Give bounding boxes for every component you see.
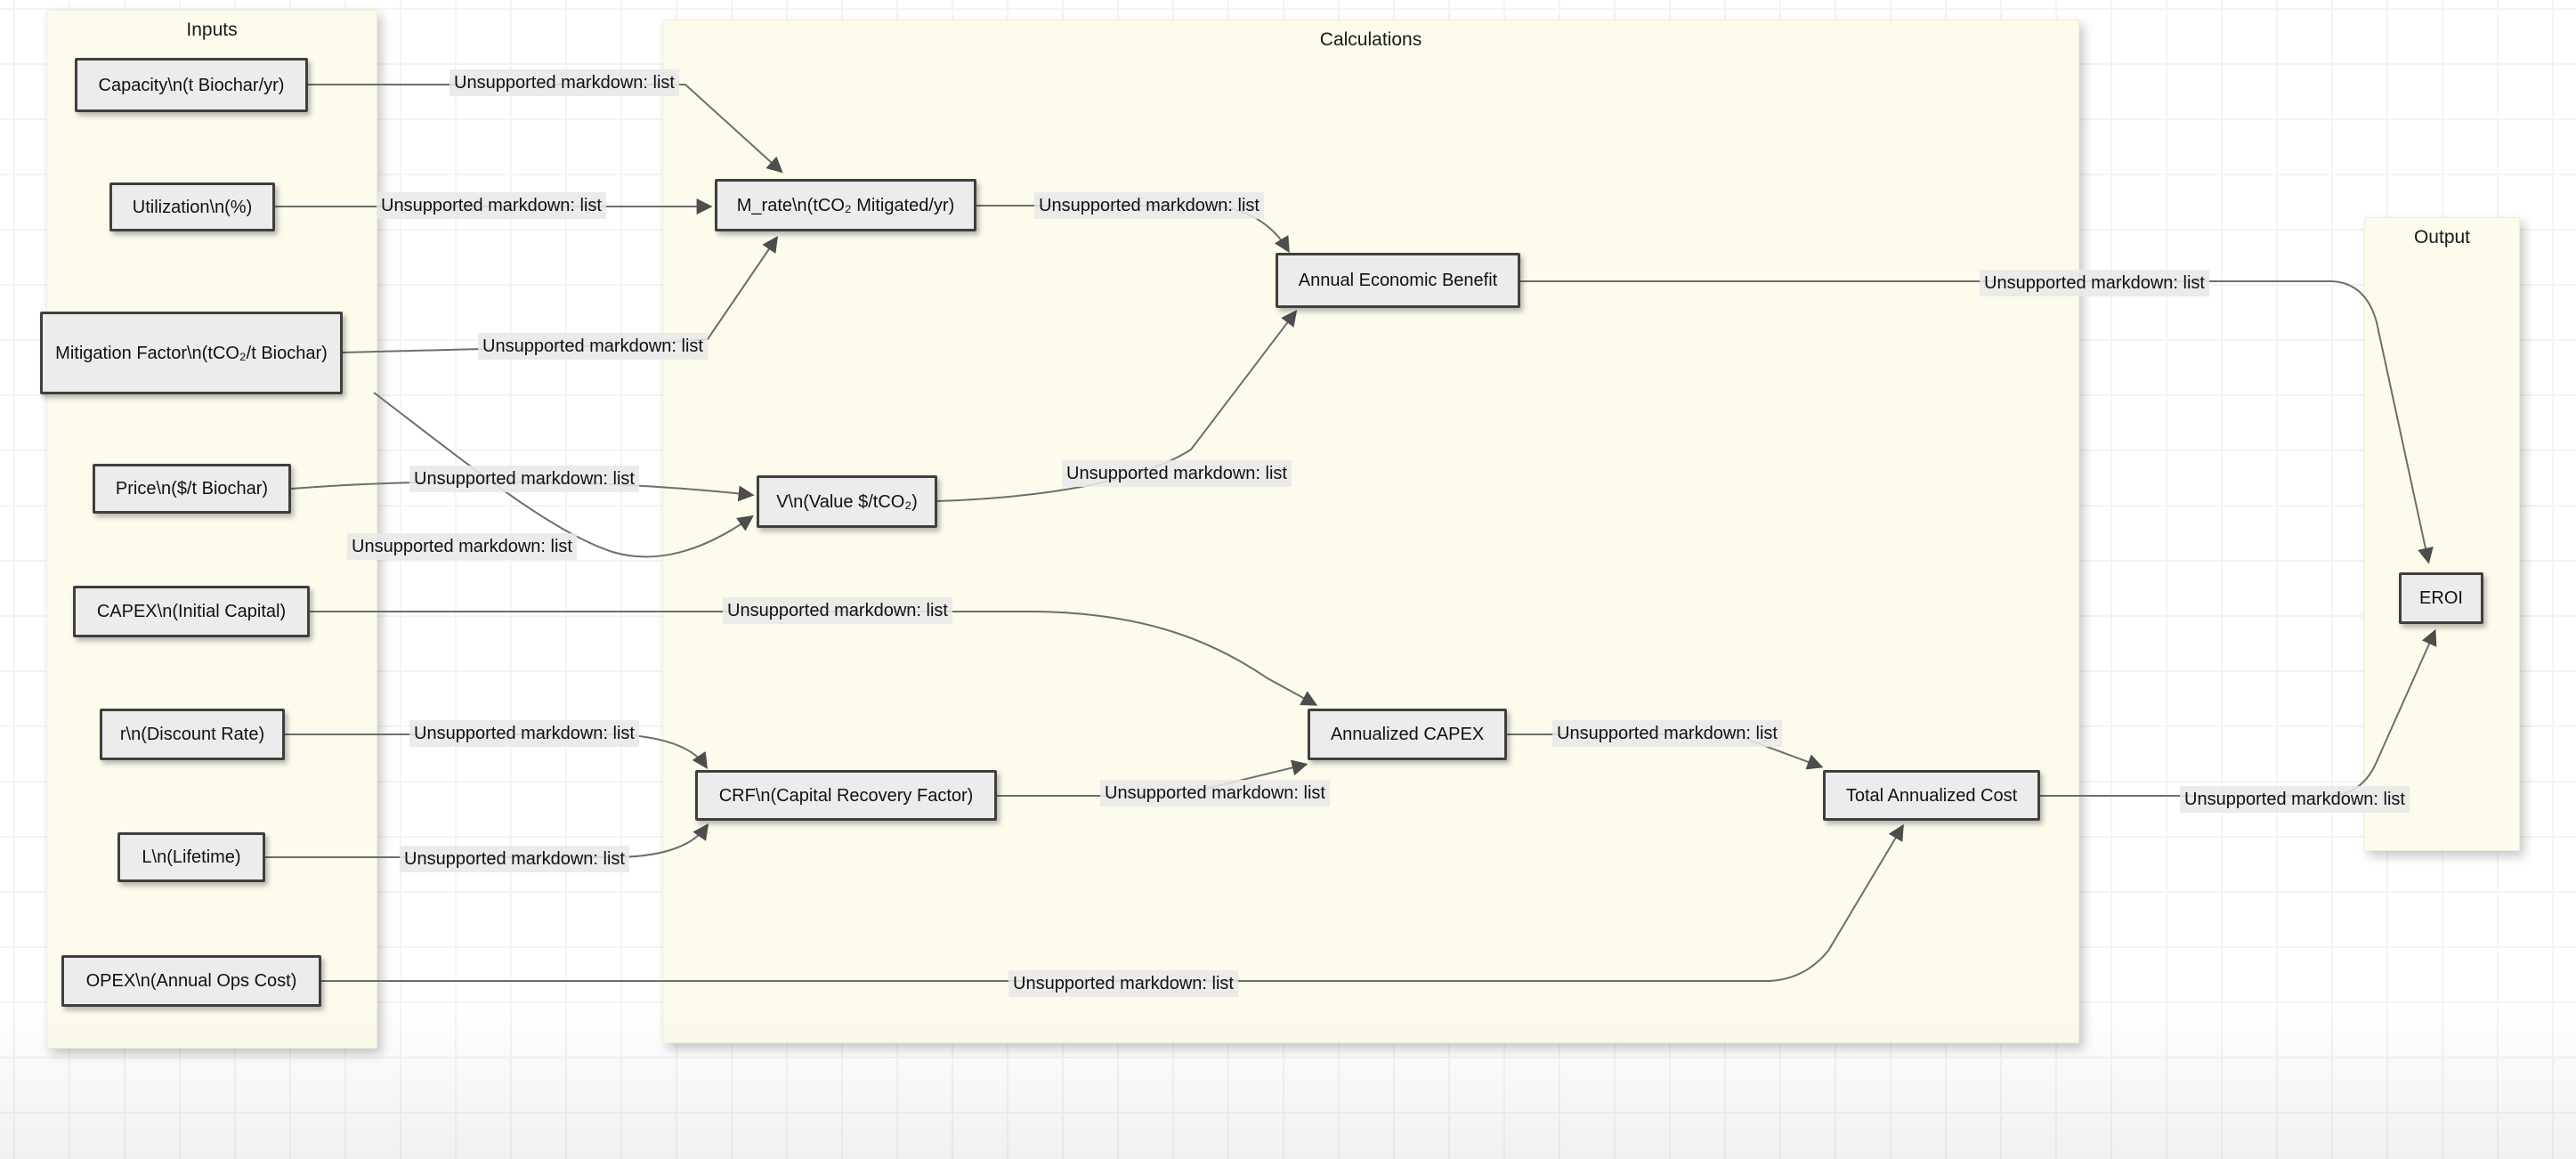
calculations-group-title: Calculations [1319,29,1422,50]
edge-label: Unsupported markdown: list [1552,720,1782,747]
edge-benefit-eroi [1520,280,2434,564]
node-lifetime: L\n(Lifetime) [117,832,265,882]
node-utilization: Utilization\n(%) [109,182,275,231]
edge-label: Unsupported markdown: list [1100,780,1330,806]
node-total-annualized-cost: Total Annualized Cost [1823,770,2040,821]
node-opex: OPEX\n(Annual Ops Cost) [61,955,321,1007]
node-discount-rate: r\n(Discount Rate) [100,709,285,760]
inputs-group-title: Inputs [186,20,238,40]
edge-capacity-mrate [308,84,783,174]
edge-label: Unsupported markdown: list [1062,460,1292,487]
edge-label: Unsupported markdown: list [1980,270,2209,296]
edge-label: Unsupported markdown: list [1009,970,1238,997]
edge-label: Unsupported markdown: list [409,720,639,747]
edge-label: Unsupported markdown: list [377,192,606,219]
node-capex: CAPEX\n(Initial Capital) [73,586,310,637]
edge-capex-annualized [310,611,1318,706]
edge-label: Unsupported markdown: list [2180,786,2410,813]
node-eroi: EROI [2399,572,2483,624]
node-annual-economic-benefit: Annual Economic Benefit [1276,253,1520,308]
edge-label: Unsupported markdown: list [723,597,952,624]
output-group: Output [2364,217,2520,851]
output-group-title: Output [2413,227,2471,247]
node-mitigation-factor: Mitigation Factor\n(tCO₂/t Biochar) [40,312,343,394]
node-capacity: Capacity\n(t Biochar/yr) [75,58,308,112]
edge-mitigation-value [373,392,754,558]
edge-opex-total [321,823,1904,982]
node-annualized-capex: Annualized CAPEX [1308,709,1507,760]
edge-label: Unsupported markdown: list [1034,192,1264,219]
edge-label: Unsupported markdown: list [400,846,629,872]
node-m-rate: M_rate\n(tCO₂ Mitigated/yr) [715,179,976,231]
node-value: V\n(Value $/tCO₂) [757,475,937,528]
edge-label: Unsupported markdown: list [478,333,708,360]
node-price: Price\n($/t Biochar) [93,464,291,514]
edge-label: Unsupported markdown: list [450,69,679,96]
edge-label: Unsupported markdown: list [347,533,577,560]
edge-label: Unsupported markdown: list [409,466,639,492]
node-crf: CRF\n(Capital Recovery Factor) [695,770,997,821]
edge-total-eroi [2040,628,2437,797]
